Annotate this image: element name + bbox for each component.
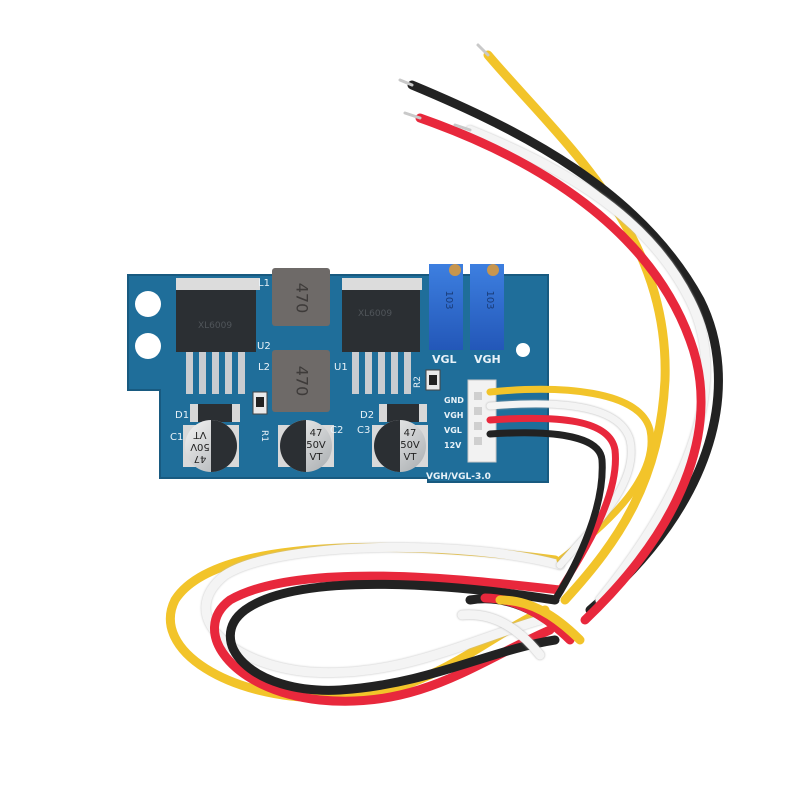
svg-text:VT: VT bbox=[193, 429, 207, 440]
wire-knot bbox=[457, 593, 585, 660]
pin-label-12v: 12V bbox=[444, 441, 462, 450]
silk-c2: C2 bbox=[330, 425, 343, 436]
silk-u2: U2 bbox=[257, 341, 271, 352]
wire-red-loop bbox=[210, 571, 565, 706]
capacitor-c3: 47 50V VT bbox=[372, 420, 428, 472]
inductor-l2: 470 bbox=[272, 350, 330, 412]
wire-bundle bbox=[165, 43, 723, 706]
svg-text:470: 470 bbox=[293, 366, 312, 397]
mounting-hole bbox=[135, 333, 161, 359]
svg-text:50V: 50V bbox=[190, 441, 210, 452]
wire-black-loop bbox=[225, 579, 560, 695]
diode-d1 bbox=[190, 404, 240, 422]
capacitor-c1: 47 50V VT bbox=[183, 420, 239, 472]
capacitor-c2: 47 50V VT bbox=[278, 420, 334, 472]
silk-vgh: VGH bbox=[474, 353, 501, 366]
silk-u1: U1 bbox=[334, 362, 348, 373]
pcb-board: XL6009 U2 L1 L2 470 470 XL6009 bbox=[127, 264, 549, 483]
wire-red-run bbox=[415, 113, 706, 625]
pin-label-vgl: VGL bbox=[444, 426, 462, 435]
silk-l1: L1 bbox=[258, 278, 270, 289]
potentiometer-vgl[interactable]: 103 bbox=[429, 264, 463, 350]
svg-text:103: 103 bbox=[484, 290, 495, 309]
svg-text:103: 103 bbox=[443, 290, 454, 309]
svg-text:XL6009: XL6009 bbox=[198, 321, 232, 331]
svg-text:VT: VT bbox=[404, 452, 418, 463]
wire-yellow-run bbox=[483, 50, 670, 605]
pin-label-vgh: VGH bbox=[444, 411, 463, 420]
silk-c3: C3 bbox=[357, 425, 370, 436]
regulator-u1: XL6009 bbox=[342, 278, 422, 394]
connector-wires bbox=[486, 385, 655, 604]
svg-text:470: 470 bbox=[293, 283, 312, 314]
svg-text:47: 47 bbox=[310, 428, 323, 439]
silk-d1: D1 bbox=[175, 410, 189, 421]
silk-r2: R2 bbox=[413, 376, 423, 388]
wire-black-run bbox=[407, 80, 723, 615]
svg-text:XL6009: XL6009 bbox=[358, 309, 392, 319]
svg-text:50V: 50V bbox=[400, 440, 420, 451]
board-model-label: VGH/VGL-3.0 bbox=[426, 472, 491, 482]
pin-label-gnd: GND bbox=[444, 396, 464, 405]
inductor-l1: 470 bbox=[272, 268, 330, 326]
silk-c1: C1 bbox=[170, 432, 183, 443]
silk-r1: R1 bbox=[259, 430, 269, 442]
mounting-hole bbox=[135, 291, 161, 317]
svg-text:47: 47 bbox=[194, 453, 207, 464]
svg-text:50V: 50V bbox=[306, 440, 326, 451]
silk-l2: L2 bbox=[258, 362, 270, 373]
svg-text:47: 47 bbox=[404, 428, 417, 439]
mounting-hole bbox=[516, 343, 530, 357]
diode-d2 bbox=[379, 404, 427, 422]
regulator-u2: XL6009 bbox=[176, 278, 260, 394]
wire-white-run bbox=[465, 125, 711, 605]
silk-d2: D2 bbox=[360, 410, 374, 421]
potentiometer-vgh[interactable]: 103 bbox=[470, 264, 504, 350]
silk-vgl: VGL bbox=[432, 353, 457, 366]
svg-text:VT: VT bbox=[310, 452, 324, 463]
